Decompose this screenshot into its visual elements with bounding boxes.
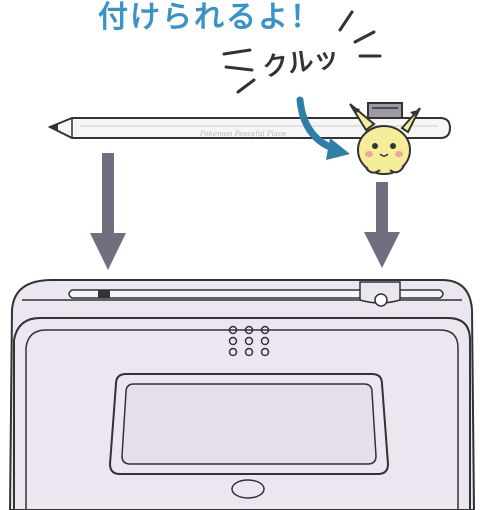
caption-text: 付けられるよ！ — [98, 0, 322, 35]
rotation-arrow — [296, 96, 350, 160]
stylus: Pokémon Peaceful Place — [47, 117, 452, 139]
stylus-engraving: Pokémon Peaceful Place — [199, 130, 286, 138]
stylus-tip-indicator — [98, 290, 110, 298]
burst-lines — [222, 10, 382, 94]
screen — [121, 383, 377, 465]
down-arrows — [90, 153, 400, 270]
tablet-device — [8, 279, 476, 510]
speaker-grille — [228, 325, 270, 357]
home-button — [231, 479, 265, 499]
charm-clip — [367, 102, 403, 119]
pikachu-charm — [349, 103, 421, 175]
